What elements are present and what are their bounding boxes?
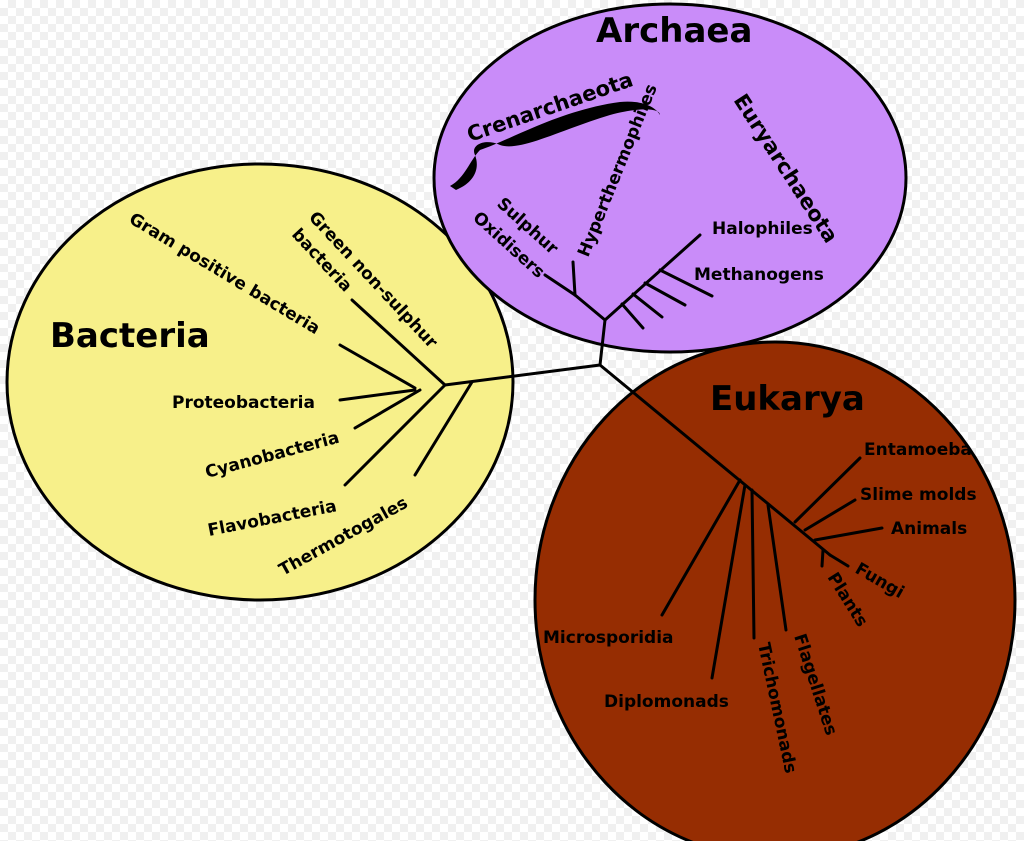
bacteria-title: Bacteria	[50, 316, 210, 356]
root-to-archaea-branch	[598, 318, 607, 367]
crenarchaeota-brace	[450, 101, 660, 190]
eukarya-title: Eukarya	[710, 379, 865, 419]
euryarchaeota-branch	[603, 233, 702, 322]
flavobacteria-branch	[343, 383, 447, 487]
thermotogales-branch	[413, 380, 474, 477]
archaea-side-branch-1	[643, 281, 687, 307]
entamoeba-branch	[793, 456, 862, 524]
entamoeba-label: Entamoeba	[864, 440, 972, 460]
microsporidia-label: Microsporidia	[543, 628, 674, 648]
animals-branch	[813, 526, 884, 542]
proteobacteria-label: Proteobacteria	[172, 393, 315, 413]
trichomonads-branch	[750, 488, 756, 640]
slime-molds-branch	[803, 498, 857, 532]
green-non-sulphur-branch	[350, 298, 447, 387]
proteobacteria-branch	[338, 388, 417, 402]
plants-branch	[820, 548, 825, 568]
gram-positive-branch	[338, 343, 417, 390]
flagellates-branch	[766, 503, 788, 632]
slime-molds-label: Slime molds	[860, 485, 977, 505]
cyanobacteria-branch	[353, 388, 422, 430]
diplomonads-branch	[710, 483, 747, 680]
eukarya-ellipse	[533, 340, 1017, 841]
tree-branches	[338, 233, 884, 680]
methanogens-branch	[658, 268, 714, 298]
sulphur-oxidisers-branch	[543, 273, 577, 297]
archaea-ellipse	[432, 2, 908, 354]
microsporidia-branch	[660, 478, 742, 617]
animals-label: Animals	[891, 519, 967, 539]
archaea-side-branch-3	[620, 302, 645, 330]
archaea-side-branch-2	[631, 292, 664, 319]
crenarchaeota-branch	[573, 293, 607, 322]
fungi-branch	[828, 553, 850, 568]
archaea-title: Archaea	[596, 11, 752, 51]
methanogens-label: Methanogens	[694, 265, 824, 285]
diplomonads-label: Diplomonads	[604, 692, 729, 712]
root-to-eukarya-branch	[598, 363, 832, 557]
hyperthermophiles-branch	[571, 260, 577, 297]
halophiles-label: Halophiles	[712, 219, 813, 239]
bacteria-ellipse	[5, 162, 515, 602]
